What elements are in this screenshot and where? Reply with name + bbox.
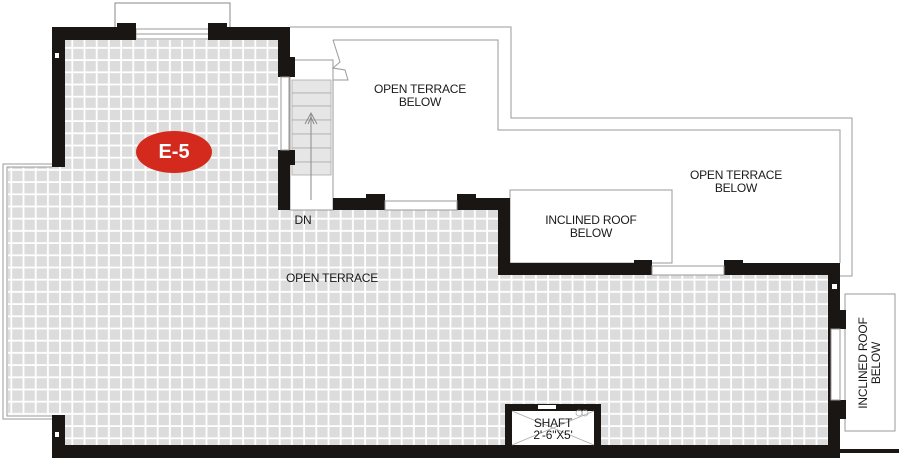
inclined-roof-below-label-1: INCLINED ROOF BELOW xyxy=(535,214,647,240)
column-marker xyxy=(55,53,59,58)
open-terrace-below-outline-inner xyxy=(333,39,841,263)
inclined-roof-below-label-2: INCLINED ROOF BELOW xyxy=(856,307,883,419)
shaft xyxy=(505,404,601,458)
label-line: BELOW xyxy=(714,181,758,195)
open-terrace-below-label-2: OPEN TERRACE BELOW xyxy=(680,169,792,195)
open-terrace-below-outline-outer xyxy=(290,26,853,277)
left-parapet-outline xyxy=(2,163,52,420)
label-line: BELOW xyxy=(869,341,883,385)
label-line: OPEN TERRACE xyxy=(689,168,783,182)
label-line: 2'-6"X5' xyxy=(533,428,573,442)
shaft-label: SHAFT 2'-6"X5' xyxy=(518,417,588,441)
inclined-roof-below-box-right xyxy=(844,293,896,432)
open-terrace-label: OPEN TERRACE xyxy=(285,271,379,285)
tiled-floor-area xyxy=(8,40,828,445)
label-line: SHAFT xyxy=(533,416,573,430)
inclined-roof-below-box-top xyxy=(509,189,673,264)
label-line: INCLINED ROOF xyxy=(545,213,637,227)
column-marker xyxy=(832,284,837,289)
left-parapet-inner xyxy=(6,166,52,417)
walls xyxy=(52,23,899,458)
label-line: OPEN TERRACE xyxy=(373,82,467,96)
column-marker xyxy=(55,432,59,437)
windows xyxy=(280,76,841,401)
unit-badge: E-5 xyxy=(136,131,212,173)
top-balcony-outline xyxy=(114,2,231,27)
label-line: BELOW xyxy=(569,226,613,240)
label-line: BELOW xyxy=(398,95,442,109)
open-terrace-below-label-1: OPEN TERRACE BELOW xyxy=(364,83,476,109)
stair-direction-label: DN xyxy=(294,213,312,227)
